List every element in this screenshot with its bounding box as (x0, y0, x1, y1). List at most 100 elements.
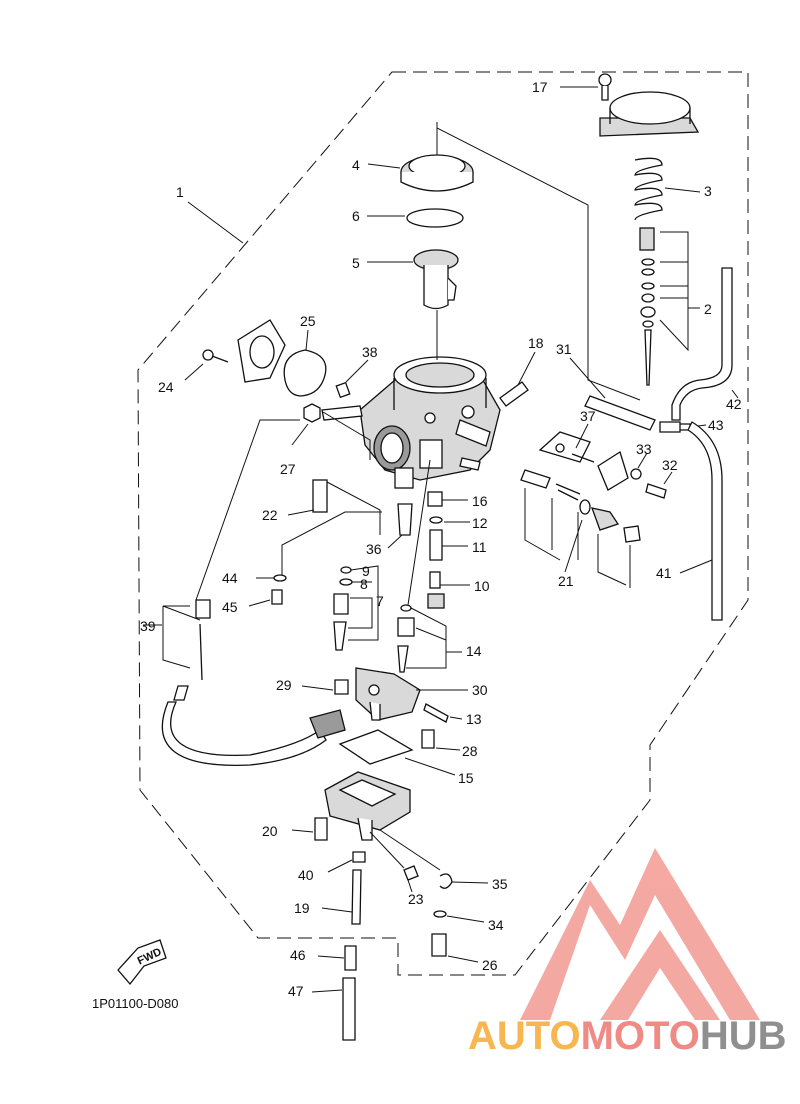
callout-17: 17 (532, 79, 548, 95)
part-15-gasket (338, 729, 414, 765)
part-47-hose (342, 977, 356, 1041)
part-13-pin (423, 703, 449, 723)
callout-labels: 1 2 3 4 5 6 7 8 9 10 11 12 13 14 15 16 1… (140, 79, 742, 999)
callout-27: 27 (280, 461, 296, 477)
part-3-spring (634, 157, 663, 221)
callout-44: 44 (222, 570, 238, 586)
callout-14: 14 (466, 643, 482, 659)
part-24-screw (202, 349, 229, 363)
part-23-screw (403, 865, 419, 881)
callout-47: 47 (288, 983, 304, 999)
part-31-rod (584, 395, 656, 431)
part-43-fitting (659, 421, 691, 433)
top-cover (599, 91, 700, 137)
fwd-arrow-icon: FWD (117, 939, 167, 986)
callout-23: 23 (408, 891, 424, 907)
callout-35: 35 (492, 876, 508, 892)
callout-26: 26 (482, 957, 498, 973)
assembly-boundary (137, 71, 749, 976)
callout-30: 30 (472, 682, 488, 698)
leader-1 (187, 201, 244, 244)
part-41-hose (687, 421, 723, 621)
callout-15: 15 (458, 770, 474, 786)
callout-42: 42 (726, 396, 742, 412)
part-4-diaphragm (400, 154, 474, 192)
part-11-needle-jet (429, 529, 443, 561)
part-12-o-ring (429, 516, 443, 524)
callout-43: 43 (708, 417, 724, 433)
callout-20: 20 (262, 823, 278, 839)
callout-4: 4 (352, 157, 360, 173)
callout-13: 13 (466, 711, 482, 727)
callout-25: 25 (300, 313, 316, 329)
part-45-screw (271, 589, 283, 605)
part-29-screw (334, 679, 349, 695)
part-28-screw (421, 729, 435, 749)
part-35-clip (439, 873, 453, 889)
part-34-washer (433, 910, 447, 918)
callout-40: 40 (298, 867, 314, 883)
part-21-group (520, 469, 641, 543)
callout-21: 21 (558, 573, 574, 589)
callout-29: 29 (276, 677, 292, 693)
callout-24: 24 (158, 379, 174, 395)
part-8-washer (339, 578, 353, 586)
part-33-washer (630, 468, 642, 480)
callout-45: 45 (222, 599, 238, 615)
callout-10: 10 (474, 578, 490, 594)
part-5-piston-valve (413, 249, 459, 310)
part-spacer (427, 593, 445, 609)
callout-7: 7 (376, 593, 384, 609)
watermark-logo-icon (520, 848, 760, 1020)
part-46-plug (344, 945, 357, 971)
part-22 (312, 479, 328, 513)
diagram-code: 1P01100-D080 (92, 996, 179, 1011)
part-27-nut (303, 403, 321, 423)
callout-34: 34 (488, 917, 504, 933)
callout-8: 8 (360, 576, 368, 592)
part-42-hose (671, 267, 733, 421)
carburetor-body (321, 356, 501, 489)
part-14-jet (397, 617, 415, 673)
part-20-screw (314, 817, 328, 841)
watermark-text: AUTOMOTOHUB (468, 1014, 787, 1059)
part-14-o-ring (400, 604, 412, 612)
callout-16: 16 (472, 493, 488, 509)
part-25-gasket (283, 349, 327, 397)
callout-46: 46 (290, 947, 306, 963)
callout-11: 11 (472, 539, 487, 555)
callout-36: 36 (366, 541, 382, 557)
callout-37: 37 (580, 408, 596, 424)
part-16-jet (427, 491, 443, 507)
part-38 (335, 381, 351, 399)
watermark-text-moto: MOTO (580, 1014, 700, 1058)
callout-18: 18 (528, 335, 544, 351)
callout-2: 2 (704, 301, 712, 317)
callout-3: 3 (704, 183, 712, 199)
part-18-pilot-screw (499, 381, 529, 407)
part-17-screw (598, 73, 612, 101)
part-44-o-ring (273, 574, 287, 582)
callout-41: 41 (656, 565, 672, 581)
callout-38: 38 (362, 344, 378, 360)
watermark-text-hub: HUB (699, 1014, 787, 1058)
part-40-clip (352, 851, 366, 863)
watermark-text-auto: AUTO (468, 1014, 581, 1058)
callout-39: 39 (140, 618, 156, 634)
callout-22: 22 (262, 507, 278, 523)
callout-9: 9 (362, 563, 370, 579)
part-19-drain-hose (351, 869, 362, 925)
part-37-plunger-assembly (538, 431, 629, 491)
intake-plate (237, 319, 286, 383)
callout-12: 12 (472, 515, 488, 531)
callout-28: 28 (462, 743, 478, 759)
callout-19: 19 (294, 900, 310, 916)
part-7-pilot-screw (333, 593, 349, 651)
part-10-main-jet (429, 571, 441, 589)
callout-6: 6 (352, 208, 360, 224)
part-26-screw (431, 933, 447, 957)
part-9-o-ring (340, 566, 352, 574)
callout-32: 32 (662, 457, 678, 473)
